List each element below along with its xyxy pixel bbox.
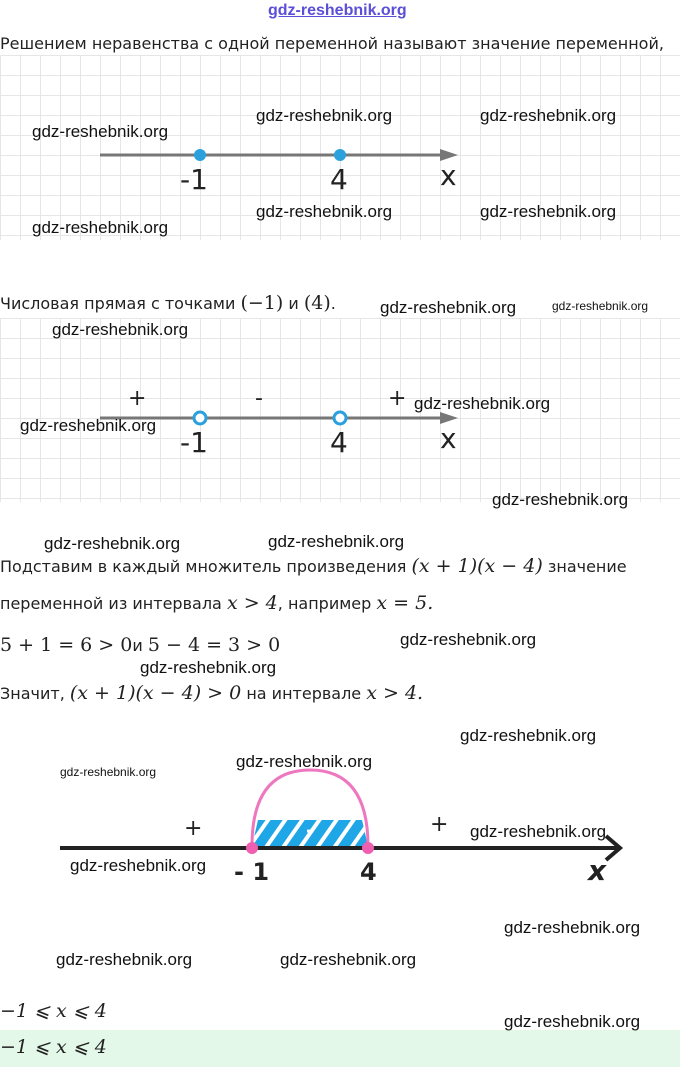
math-b: (4): [303, 292, 331, 314]
arrow-head-icon: [604, 834, 624, 862]
interval-arc: [250, 768, 370, 847]
text: на интервале: [246, 684, 362, 703]
caption-text: Числовая прямая с точками: [0, 294, 236, 313]
sign-plus-right: +: [430, 812, 449, 837]
watermark: gdz-reshebnik.org: [552, 299, 649, 313]
watermark: gdz-reshebnik.org: [44, 534, 181, 553]
interval-hatch: [252, 820, 368, 846]
sign-minus: -: [255, 386, 263, 411]
watermark: gdz-reshebnik.org: [140, 658, 277, 677]
label-x: x: [440, 159, 457, 192]
watermark: gdz-reshebnik.org: [52, 320, 189, 339]
watermark: gdz-reshebnik.org: [56, 950, 193, 969]
paragraph-4: Значит, (x + 1)(x − 4) > 0 на интервале …: [0, 682, 423, 704]
label-4: 4: [360, 858, 377, 886]
number-line-figure-3: + - + - 1 4 x: [0, 760, 680, 900]
sign-plus-right: +: [388, 386, 407, 411]
math-eq-2: 5 − 4 = 3 > 0: [147, 634, 281, 656]
number-line-figure-1: -1 4 x: [0, 55, 680, 240]
arrow-head-icon: [440, 412, 458, 424]
watermark: gdz-reshebnik.org: [32, 122, 169, 141]
point-minus-1: [246, 842, 258, 854]
watermark: gdz-reshebnik.org: [32, 218, 169, 237]
label-x: x: [588, 854, 607, 887]
point-minus-1: [194, 149, 206, 161]
watermark: gdz-reshebnik.org: [380, 298, 517, 317]
math-cond: x > 4.: [366, 682, 424, 704]
paragraph-2: переменной из интервала x > 4, например …: [0, 592, 433, 614]
intro-text: Решением неравенства с одной переменной …: [0, 34, 664, 53]
open-point-minus-1: [192, 410, 208, 426]
watermark: gdz-reshebnik.org: [20, 416, 157, 435]
text: и: [132, 636, 143, 655]
math-expr: (x + 1)(x − 4): [411, 555, 543, 577]
caption-dot: .: [330, 294, 336, 313]
label-4: 4: [330, 426, 348, 459]
text: переменной из интервала: [0, 594, 222, 613]
watermark: gdz-reshebnik.org: [280, 950, 417, 969]
math-cond: x > 4: [226, 592, 278, 614]
text: Значит,: [0, 684, 65, 703]
math-a: (−1): [240, 292, 284, 314]
watermark: gdz-reshebnik.org: [480, 202, 617, 221]
label-4: 4: [330, 163, 348, 196]
watermark: gdz-reshebnik.org: [268, 532, 405, 551]
sign-plus-left: +: [128, 386, 147, 411]
paragraph-1: Подставим в каждый множитель произведени…: [0, 555, 627, 577]
watermark: gdz-reshebnik.org: [400, 630, 537, 649]
watermark: gdz-reshebnik.org: [504, 918, 641, 937]
watermark: gdz-reshebnik.org: [256, 202, 393, 221]
caption-2: Числовая прямая с точками (−1) и (4).: [0, 292, 336, 314]
watermark: gdz-reshebnik.org: [60, 765, 157, 779]
watermark: gdz-reshebnik.org: [70, 856, 207, 875]
point-4: [334, 149, 346, 161]
answer-line-1: −1 ⩽ x ⩽ 4: [0, 1000, 107, 1022]
caption-and: и: [288, 294, 299, 313]
arrow-head-icon: [440, 149, 458, 161]
text: значение: [547, 557, 627, 576]
watermark: gdz-reshebnik.org: [236, 752, 373, 771]
watermark: gdz-reshebnik.org: [470, 822, 607, 841]
watermark: gdz-reshebnik.org: [504, 1012, 641, 1031]
number-line-3: [60, 768, 624, 862]
number-line-figure-2: + - + -1 4 x: [0, 318, 680, 502]
watermark: gdz-reshebnik.org: [414, 394, 551, 413]
answer-line-2: −1 ⩽ x ⩽ 4: [0, 1036, 107, 1058]
math-eq-1: 5 + 1 = 6 > 0: [0, 634, 133, 656]
open-point-4: [332, 410, 348, 426]
watermark: gdz-reshebnik.org: [256, 106, 393, 125]
sign-minus: -: [306, 818, 315, 842]
text: Подставим в каждый множитель произведени…: [0, 557, 407, 576]
number-line-2: [100, 410, 458, 426]
label-x: x: [440, 422, 457, 455]
number-line-1: [100, 149, 458, 161]
text: , например: [277, 594, 372, 613]
math-expr: (x + 1)(x − 4) > 0: [69, 682, 242, 704]
answer-highlight: [0, 1030, 680, 1067]
paragraph-3: 5 + 1 = 6 > 0и 5 − 4 = 3 > 0: [0, 634, 280, 656]
label-minus-1: -1: [180, 426, 208, 459]
math-example: x = 5.: [376, 592, 434, 614]
site-link[interactable]: gdz-reshebnik.org: [268, 2, 407, 19]
label-minus-1: - 1: [234, 858, 270, 886]
point-4: [362, 842, 374, 854]
label-minus-1: -1: [180, 163, 208, 196]
watermark: gdz-reshebnik.org: [480, 106, 617, 125]
watermark: gdz-reshebnik.org: [492, 490, 629, 509]
sign-plus-left: +: [184, 816, 203, 841]
watermark: gdz-reshebnik.org: [460, 726, 597, 745]
